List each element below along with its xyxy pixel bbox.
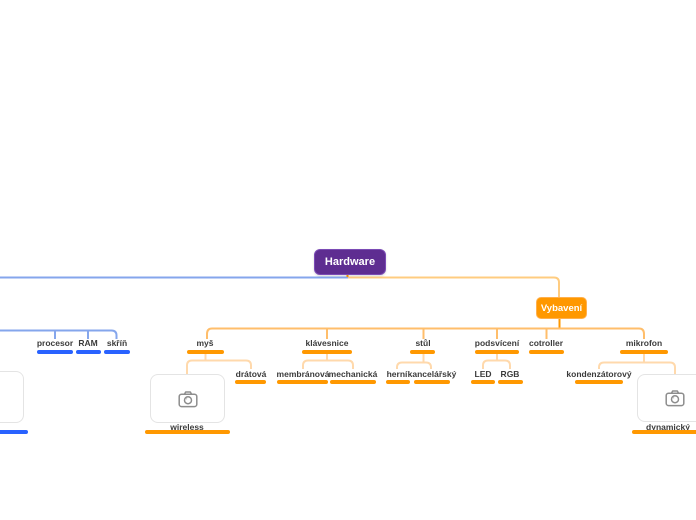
node-led[interactable]: LED bbox=[474, 369, 492, 379]
node-underline bbox=[475, 350, 519, 354]
node-underline bbox=[414, 380, 450, 384]
node-kancelarsky[interactable]: kancelářský bbox=[407, 369, 457, 379]
node-kondenzatorovy[interactable]: kondenzátorový bbox=[566, 369, 632, 379]
image-node-left[interactable] bbox=[0, 371, 24, 423]
node-underline bbox=[0, 430, 28, 434]
node-cotroller[interactable]: cotroller bbox=[528, 338, 564, 348]
node-underline bbox=[632, 430, 696, 434]
node-vybaveni[interactable]: Vybavení bbox=[536, 297, 587, 319]
node-underline bbox=[529, 350, 564, 354]
node-mys[interactable]: myš bbox=[196, 338, 214, 348]
node-underline bbox=[235, 380, 266, 384]
node-membranova[interactable]: membránová bbox=[276, 369, 330, 379]
node-ram[interactable]: RAM bbox=[78, 338, 98, 348]
node-underline bbox=[76, 350, 101, 354]
node-underline bbox=[498, 380, 523, 384]
node-underline bbox=[471, 380, 495, 384]
node-underline bbox=[330, 380, 376, 384]
node-underline bbox=[302, 350, 352, 354]
node-underline bbox=[277, 380, 328, 384]
node-underline bbox=[620, 350, 668, 354]
node-rgb[interactable]: RGB bbox=[500, 369, 520, 379]
node-underline bbox=[386, 380, 410, 384]
node-underline bbox=[410, 350, 435, 354]
node-underline bbox=[187, 350, 224, 354]
node-dratova[interactable]: drátová bbox=[235, 369, 267, 379]
node-underline bbox=[37, 350, 73, 354]
image-node-label: wireless bbox=[170, 422, 204, 432]
node-podsviceni[interactable]: podsvícení bbox=[474, 338, 520, 348]
node-underline bbox=[104, 350, 130, 354]
node-mechanicka[interactable]: mechanická bbox=[328, 369, 378, 379]
node-mikrofon[interactable]: mikrofon bbox=[625, 338, 663, 348]
image-node-label: dynamický bbox=[646, 422, 690, 432]
node-underline bbox=[145, 430, 230, 434]
node-hardware[interactable]: Hardware bbox=[314, 249, 386, 275]
camera-icon bbox=[177, 390, 198, 407]
camera-icon bbox=[664, 390, 685, 407]
image-node-wireless[interactable] bbox=[150, 374, 225, 423]
node-underline bbox=[575, 380, 623, 384]
node-herni[interactable]: herní bbox=[386, 369, 408, 379]
node-skrin[interactable]: skříň bbox=[106, 338, 128, 348]
node-procesor[interactable]: procesor bbox=[36, 338, 74, 348]
node-klavesnice[interactable]: klávesnice bbox=[305, 338, 349, 348]
node-stul[interactable]: stůl bbox=[415, 338, 431, 348]
image-node-dynamicky[interactable] bbox=[637, 374, 696, 422]
